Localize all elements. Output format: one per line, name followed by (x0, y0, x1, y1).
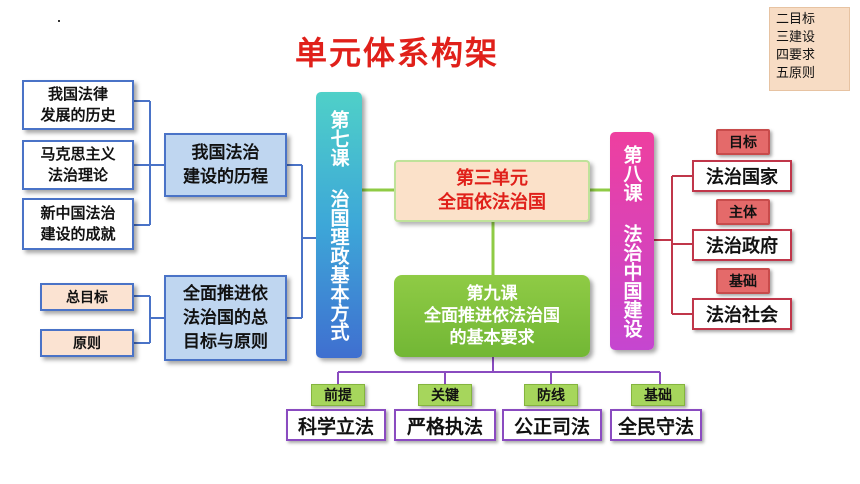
right-bracket (654, 175, 692, 315)
node-universal-compliance: 全民守法 (610, 409, 702, 441)
decorative-dot (58, 20, 60, 22)
chapter-9-box: 第九课 全面推进依法治国 的基本要求 (394, 275, 590, 357)
hub-to-ch7 (287, 164, 316, 319)
node-principles: 原则 (40, 329, 134, 357)
unit-3-box: 第三单元 全面依法治国 (394, 160, 590, 222)
node-marxist-theory: 马克思主义 法治理论 (22, 140, 134, 190)
node-rule-of-law-nation: 法治国家 (692, 160, 792, 192)
bottom-bracket (337, 357, 661, 384)
chapter-7-banner: 第七课 治国理政基本方式 (316, 92, 362, 358)
tag-key: 关键 (418, 384, 472, 406)
node-overall-goal: 总目标 (40, 283, 134, 311)
legend-item: 二目标 (776, 12, 816, 27)
tag-goal: 目标 (716, 129, 770, 155)
left-lower-bracket (134, 295, 164, 344)
node-law-history: 我国法律 发展的历史 (22, 80, 134, 130)
hub-rule-of-law-history: 我国法治 建设的历程 (164, 133, 287, 197)
node-fair-justice: 公正司法 (502, 409, 602, 441)
tag-subject: 主体 (716, 199, 770, 225)
node-rule-of-law-society: 法治社会 (692, 298, 792, 330)
legend-box: 二目标 三建设 四要求 五原则 (769, 7, 850, 91)
center-connectors (362, 188, 610, 275)
node-scientific-legislation: 科学立法 (286, 409, 386, 441)
hub-goal-and-principles: 全面推进依 法治国的总 目标与原则 (164, 275, 287, 361)
left-upper-bracket (134, 100, 164, 226)
chapter-8-banner: 第八课 法治中国建设 (610, 132, 654, 350)
tag-premise: 前提 (311, 384, 365, 406)
tag-foundation: 基础 (716, 268, 770, 294)
node-strict-enforcement: 严格执法 (394, 409, 496, 441)
tag-foundation-bottom: 基础 (631, 384, 685, 406)
node-new-china-achievements: 新中国法治 建设的成就 (22, 198, 134, 250)
page-title: 单元体系构架 (295, 34, 500, 72)
legend-item: 三建设 (776, 30, 816, 45)
legend-item: 四要求 (776, 48, 816, 63)
node-rule-of-law-government: 法治政府 (692, 229, 792, 261)
legend-item: 五原则 (776, 66, 816, 81)
tag-defense-line: 防线 (524, 384, 578, 406)
